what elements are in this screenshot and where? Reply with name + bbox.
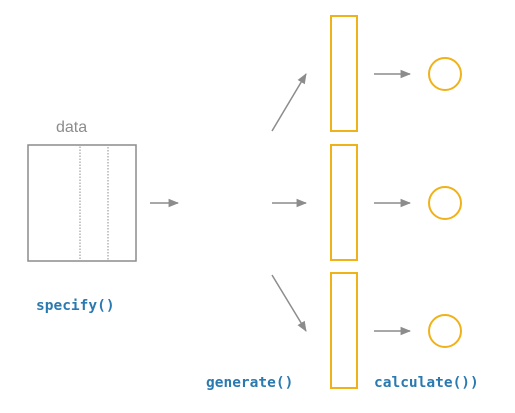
generated-sample-2 [330, 144, 358, 261]
statistic-circle-3 [428, 314, 462, 348]
statistic-circle-2 [428, 186, 462, 220]
selected-column [79, 144, 109, 262]
generated-sample-3 [330, 272, 358, 389]
data-table [27, 144, 137, 262]
statistic-circle-1 [428, 57, 462, 91]
branch-arrow-bottom [271, 274, 307, 332]
calculate-label: calculate()) [374, 375, 479, 391]
data-label: data [56, 119, 88, 136]
generate-label: generate() [206, 375, 294, 391]
branch-arrow-top [271, 73, 307, 132]
generated-sample-1 [330, 15, 358, 132]
specify-label: specify() [36, 298, 115, 314]
